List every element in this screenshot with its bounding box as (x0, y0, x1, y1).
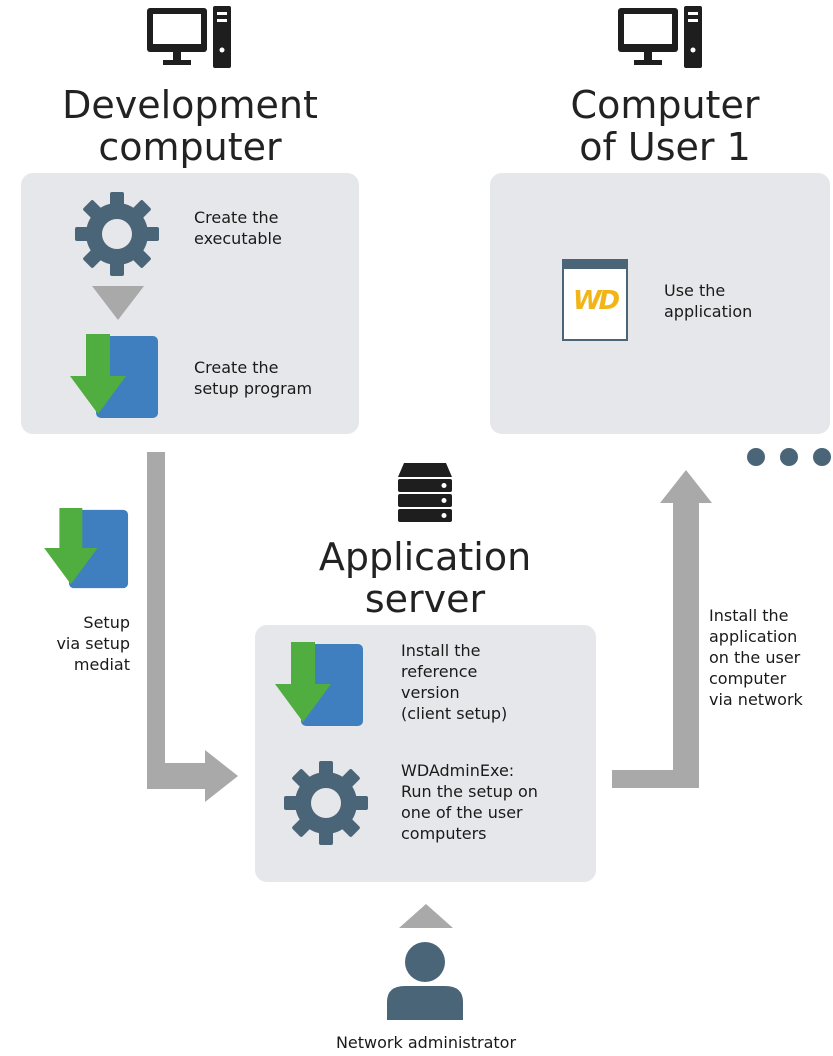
install-reference-icon (275, 642, 363, 726)
administrator-icon (387, 942, 463, 1020)
network-install-label: Install the application on the user comp… (709, 606, 803, 709)
wd-logo: WD (572, 286, 620, 316)
more-users-dot (780, 448, 798, 466)
gear-icon (284, 761, 368, 845)
title-line: Development (62, 83, 318, 127)
wdadminexe-label: WDAdminExe: Run the setup on one of the … (401, 761, 538, 843)
down-triangle-icon (92, 286, 144, 320)
server-icon (398, 463, 452, 522)
create-setup-label: Create the setup program (194, 358, 313, 398)
title-line: Application (318, 535, 532, 579)
more-users-dot (747, 448, 765, 466)
development-computer-title: Development computer (30, 84, 350, 168)
setup-install-icon (70, 334, 158, 418)
title-line: of User 1 (579, 125, 751, 169)
network-administrator-label: Network administrator (335, 1033, 517, 1052)
setup-media-icon (44, 508, 129, 589)
setup-media-label: Setup via setup mediat (56, 613, 130, 674)
application-icon: WD (562, 259, 628, 341)
gear-icon (75, 192, 159, 276)
application-icon-header (564, 261, 626, 269)
server-to-user-arrow (612, 470, 712, 788)
install-reference-label: Install the reference version (client se… (401, 641, 508, 723)
title-line: server (364, 577, 486, 621)
create-executable-label: Create the executable (194, 208, 282, 248)
computer-icon (618, 6, 702, 68)
application-server-title: Application server (270, 536, 580, 620)
dev-to-server-arrow (147, 452, 238, 802)
title-line: Computer (570, 83, 760, 127)
computer-icon (147, 6, 231, 68)
more-users-dot (813, 448, 831, 466)
admin-up-arrow (399, 904, 453, 928)
development-panel (21, 173, 359, 434)
title-line: computer (98, 125, 282, 169)
use-application-label: Use the application (664, 281, 753, 321)
user-computer-title: Computer of User 1 (510, 84, 820, 168)
user-computer-panel (490, 173, 830, 434)
